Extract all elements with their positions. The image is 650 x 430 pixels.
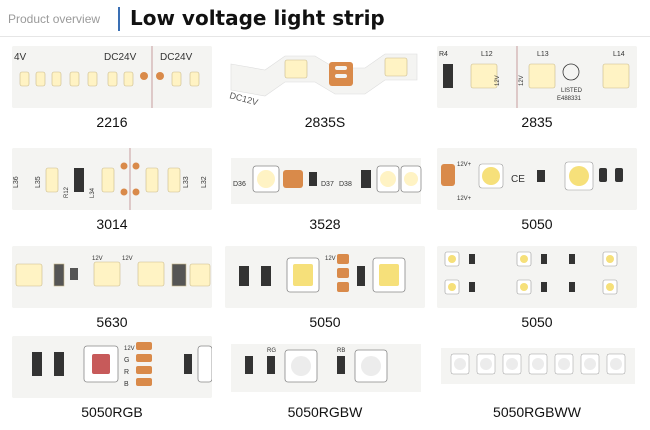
product-card-2216[interactable]: 4V DC24V DC24V 2216: [12, 46, 212, 136]
strip-image: 12V 12V: [12, 246, 212, 308]
strip-text: L14: [613, 51, 625, 58]
product-card-5050rgbw[interactable]: RG RB 5050RGBW: [225, 336, 425, 426]
strip-text: E488331: [557, 96, 582, 102]
strip-image: 12V: [225, 246, 425, 308]
strip-text: 12V: [495, 75, 501, 86]
strip-text: L33: [183, 176, 190, 188]
strip-text: 4V: [14, 52, 27, 63]
strip-text: RB: [337, 348, 345, 354]
product-label: 5050RGBWW: [493, 404, 581, 420]
strip-text: R12: [64, 186, 70, 198]
header-divider: [118, 7, 120, 31]
product-card-5050-b[interactable]: 12V 5050: [225, 246, 425, 336]
strip-5050-dense-illustration: [437, 246, 637, 308]
strip-5050rgb-illustration: 12V G R B: [12, 336, 212, 398]
product-card-5630[interactable]: 12V 12V 5630: [12, 246, 212, 336]
strip-image: 4V DC24V DC24V: [12, 46, 212, 108]
product-card-5050rgb[interactable]: 12V G R B 5050RGB: [12, 336, 212, 426]
product-label: 5050RGBW: [287, 404, 363, 420]
strip-text: 12V+: [457, 162, 472, 168]
product-card-5050-a[interactable]: 12V+ 12V+ CE 5050: [437, 148, 637, 238]
strip-text: L13: [537, 51, 549, 58]
strip-image: 12V+ 12V+ CE: [437, 148, 637, 210]
strip-text: B: [124, 381, 129, 388]
strip-text: 12V: [124, 346, 135, 352]
product-label: 2835: [521, 114, 553, 130]
product-label: 2835S: [304, 114, 346, 130]
product-label: 5050: [521, 314, 553, 330]
product-label: 5050: [521, 216, 553, 232]
strip-text: L36: [13, 176, 20, 188]
strip-text: 12V: [92, 256, 103, 262]
strip-3528-illustration: D36 D37 D38: [231, 158, 422, 204]
strip-2835-illustration: R4 L12 L13 L14 12V 12V LISTED E488331: [437, 46, 637, 108]
strip-text: 12V: [122, 256, 133, 262]
strip-text: D38: [339, 181, 352, 188]
strip-text: R4: [439, 51, 448, 58]
strip-text: L34: [90, 187, 96, 198]
product-card-5050-c[interactable]: 5050: [437, 246, 637, 336]
strip-image: RG RB: [225, 336, 425, 398]
product-card-2835s[interactable]: DC12V 2835S: [225, 46, 425, 136]
product-label: 5050: [309, 314, 341, 330]
strip-text: L32: [201, 176, 208, 188]
strip-text: D36: [233, 181, 246, 188]
strip-text: RG: [267, 348, 276, 354]
strip-image: R4 L12 L13 L14 12V 12V LISTED E488331: [437, 46, 637, 108]
strip-image: [437, 246, 637, 308]
strip-5050-illustration: 12V: [225, 246, 425, 308]
product-label: 3528: [309, 216, 341, 232]
page-header: Product overview Low voltage light strip: [0, 0, 650, 37]
strip-text: L12: [481, 51, 493, 58]
strip-text: CE: [511, 174, 525, 185]
product-card-3014[interactable]: L36 L35 R12 L34 L33 L32 3014: [12, 148, 212, 238]
strip-text: R: [124, 369, 129, 376]
product-card-2835[interactable]: R4 L12 L13 L14 12V 12V LISTED E488331 28…: [437, 46, 637, 136]
strip-text: G: [124, 357, 129, 364]
product-label: 5630: [96, 314, 128, 330]
strip-image: L36 L35 R12 L34 L33 L32: [12, 148, 212, 210]
strip-text: D37: [321, 181, 334, 188]
strip-5630-illustration: 12V 12V: [12, 246, 212, 308]
product-card-5050rgbww[interactable]: 5050RGBWW: [437, 336, 637, 426]
strip-image: [437, 336, 637, 398]
strip-3014-illustration: L36 L35 R12 L34 L33 L32: [12, 148, 212, 210]
strip-5050rgbw-illustration: RG RB: [231, 344, 421, 392]
strip-text: DC24V: [104, 52, 137, 63]
strip-text: DC24V: [160, 52, 193, 63]
strip-image: D36 D37 D38: [225, 148, 425, 210]
strip-text: 12V+: [457, 196, 472, 202]
strip-2835s-illustration: DC12V: [228, 53, 418, 107]
strip-5050-illustration: 12V+ 12V+ CE: [437, 148, 637, 210]
strip-text: LISTED: [561, 88, 583, 94]
product-card-3528[interactable]: D36 D37 D38 3528: [225, 148, 425, 238]
strip-5050rgbww-illustration: [441, 348, 635, 384]
strip-text: 12V: [325, 256, 336, 262]
strip-image: 12V G R B: [12, 336, 212, 398]
product-label: 3014: [96, 216, 128, 232]
page-title: Low voltage light strip: [130, 6, 385, 30]
section-kicker: Product overview: [8, 12, 101, 26]
header-rule: [0, 36, 650, 37]
product-label: 5050RGB: [81, 404, 143, 420]
strip-image: DC12V: [225, 46, 425, 108]
strip-text: L35: [35, 176, 42, 188]
strip-2216-illustration: 4V DC24V DC24V: [12, 46, 212, 108]
product-label: 2216: [96, 114, 128, 130]
strip-text: 12V: [519, 75, 525, 86]
